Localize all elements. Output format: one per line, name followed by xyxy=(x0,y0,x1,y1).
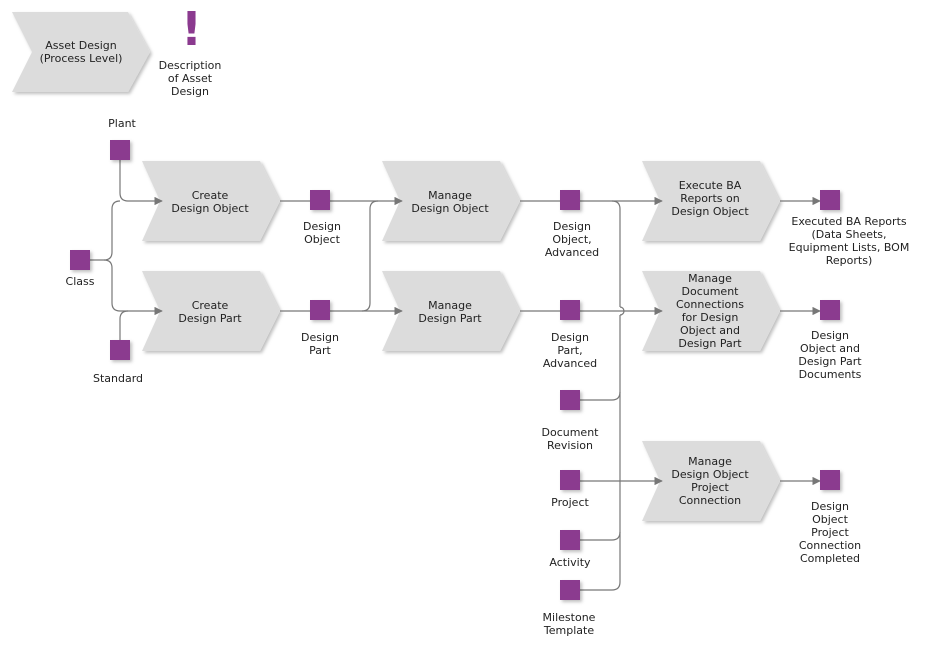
executed-ba-reports-label: Executed BA Reports (Data Sheets, Equipm… xyxy=(788,215,910,267)
plant-label: Plant xyxy=(108,117,136,130)
manage-project-connection-shape[interactable] xyxy=(642,441,780,521)
manage-document-connections-label: Manage Document Connections for Design O… xyxy=(676,272,744,350)
activity-label: Activity xyxy=(549,556,591,569)
plant-object[interactable] xyxy=(110,140,130,160)
connector-bus-hop xyxy=(619,306,625,316)
create-design-object-shape[interactable] xyxy=(142,161,280,241)
create-design-part-shape[interactable] xyxy=(142,271,280,351)
standard-label: Standard xyxy=(92,372,144,385)
connector-class-part xyxy=(103,259,163,316)
project-connection-completed-label: Design Object Project Connection Complet… xyxy=(798,500,862,565)
design-part-object[interactable] xyxy=(310,300,330,320)
connector-docrev xyxy=(580,391,621,401)
manage-design-object-shape[interactable] xyxy=(382,161,520,241)
execute-ba-reports-label: Execute BA Reports on Design Object xyxy=(671,179,749,218)
manage-design-part-shape[interactable] xyxy=(382,271,520,351)
exclamation-icon: ! xyxy=(181,2,202,56)
documents-object[interactable] xyxy=(820,300,840,320)
design-object-label: Design Object xyxy=(303,220,341,246)
connector-bus xyxy=(611,200,621,307)
description-label: Description of Asset Design xyxy=(158,59,222,98)
activity-object[interactable] xyxy=(560,530,580,550)
standard-object[interactable] xyxy=(110,340,130,360)
connector-activity xyxy=(580,531,621,541)
process-level-shape[interactable] xyxy=(12,12,150,92)
execute-ba-reports-shape[interactable] xyxy=(642,161,780,241)
design-object-advanced-object[interactable] xyxy=(560,190,580,210)
connector-bus-lower xyxy=(580,315,621,591)
class-label: Class xyxy=(65,275,95,288)
process-level-label: Asset Design (Process Level) xyxy=(39,39,123,65)
connector-dp-mdo xyxy=(361,200,379,312)
project-connection-completed-object[interactable] xyxy=(820,470,840,490)
connector-plant xyxy=(119,160,163,206)
design-part-advanced-label: Design Part, Advanced xyxy=(542,331,598,370)
connector-class xyxy=(90,200,121,261)
design-object-object[interactable] xyxy=(310,190,330,210)
document-revision-object[interactable] xyxy=(560,390,580,410)
class-object[interactable] xyxy=(70,250,90,270)
design-part-label: Design Part xyxy=(301,331,339,357)
manage-design-object-label: Manage Design Object xyxy=(411,189,489,215)
executed-ba-reports-object[interactable] xyxy=(820,190,840,210)
milestone-template-object[interactable] xyxy=(560,580,580,600)
design-object-advanced-label: Design Object, Advanced xyxy=(544,220,600,259)
create-design-object-label: Create Design Object xyxy=(171,189,249,215)
document-revision-label: Document Revision xyxy=(541,426,599,452)
milestone-template-label: Milestone Template xyxy=(542,611,596,637)
documents-label: Design Object and Design Part Documents xyxy=(798,329,862,381)
design-part-advanced-object[interactable] xyxy=(560,300,580,320)
create-design-part-label: Create Design Part xyxy=(178,299,242,325)
manage-document-connections-shape[interactable] xyxy=(642,271,780,351)
project-object[interactable] xyxy=(560,470,580,490)
project-label: Project xyxy=(551,496,589,509)
manage-design-part-label: Manage Design Part xyxy=(418,299,482,325)
connector-standard xyxy=(119,310,129,340)
manage-project-connection-label: Manage Design Object Project Connection xyxy=(671,455,749,507)
